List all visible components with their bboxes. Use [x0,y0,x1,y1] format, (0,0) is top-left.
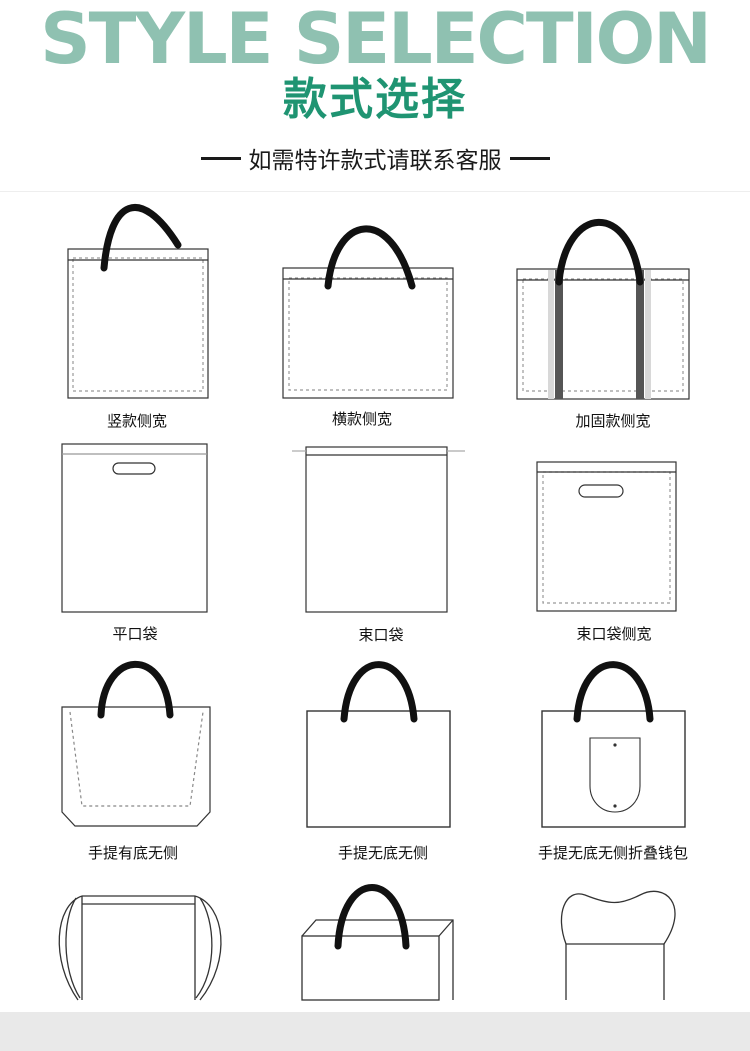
subtitle-right-rule [509,156,550,160]
bottom-band [0,1012,750,1051]
caption-horizontal-gusset: 横款侧宽 [331,410,392,428]
caption-vertical-gusset: 竖款侧宽 [106,412,167,430]
subtitle-row: 如需特许款式请联系客服 [0,140,750,176]
header-divider [0,191,750,192]
caption-handle-no-bottom-no-side: 手提无底无侧 [337,844,428,862]
caption-handle-bottom-no-side: 手提有底无侧 [87,844,178,862]
caption-foldable-wallet: 手提无底无侧折叠钱包 [537,844,688,862]
caption-drawstring-gusset: 束口袋侧宽 [576,625,652,643]
page-title-chinese: 款式选择 [283,74,467,125]
page-title-english: STYLE SELECTION [40,0,712,80]
caption-reinforced-gusset: 加固款侧宽 [575,412,651,430]
caption-drawstring-bag: 束口袋 [358,626,404,644]
caption-flat-bag: 平口袋 [112,625,158,643]
subtitle-text: 如需特许款式请联系客服 [248,148,502,174]
subtitle-left-rule [200,156,241,160]
